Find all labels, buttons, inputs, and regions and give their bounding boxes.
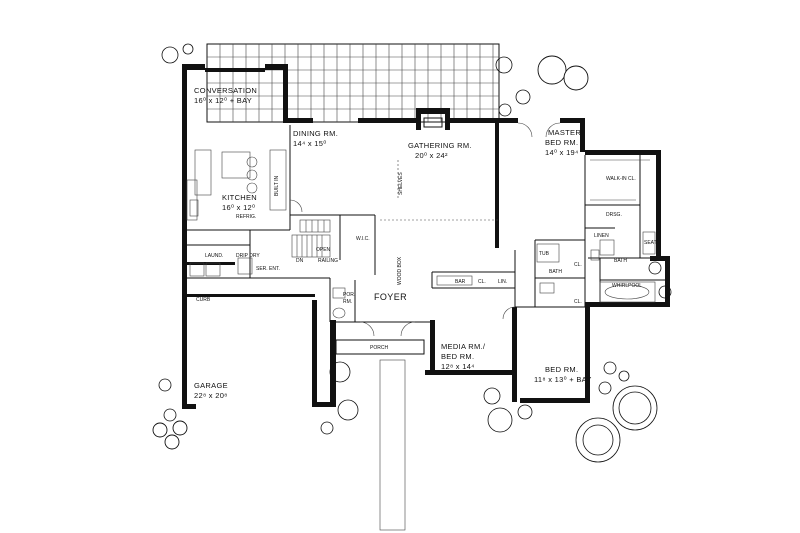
media-dims: 12⁸ x 14⁴ [441, 362, 475, 371]
bed-dims: 11⁸ x 13⁰ + BAY [534, 375, 592, 384]
seat-label: SEAT [644, 240, 657, 246]
gathering-dims: 20⁰ x 24² [415, 151, 448, 160]
open-label: OPEN [316, 247, 331, 253]
laund-label: LAUND. [205, 253, 223, 259]
room-labels: CONVERSATION 16⁰ x 12⁰ + BAY DINING RM. … [194, 86, 592, 400]
shelves-label: SHELVES [398, 172, 404, 195]
cl3-label: CL. [574, 262, 582, 268]
kitchen-label: KITCHEN [222, 193, 257, 202]
master-dims: 14⁰ x 19⁴ [545, 148, 579, 157]
powder-label: POR. [343, 292, 355, 298]
exterior-walls [182, 64, 670, 409]
powder-label-2: RM. [343, 299, 352, 305]
master-label-2: BED RM. [545, 138, 578, 147]
fixtures [186, 122, 656, 337]
railing-label: RAILING [318, 258, 338, 264]
whirlpool-label: WHIRLPOOL [612, 283, 642, 289]
bath1-label: BATH [549, 269, 562, 275]
wood-box-label: WOOD BOX [397, 256, 403, 285]
cl1-label: CL. [478, 279, 486, 285]
master-label: MASTER [548, 128, 581, 137]
bath2-label: BATH [614, 258, 627, 264]
refrig-label: REFRIG. [236, 214, 256, 220]
dn-label: DN [296, 258, 304, 264]
landscaping [152, 43, 672, 463]
media-label: MEDIA RM./ [441, 342, 486, 351]
small-labels: LAUND. SER. ENT. WALK-IN CL. DRSG. LINEN… [196, 172, 657, 305]
walkin-label: WALK-IN CL. [606, 176, 636, 182]
cl2-label: CL. [574, 299, 582, 305]
bar-label: BAR [455, 279, 466, 285]
porch-label: PORCH [370, 345, 388, 351]
drip-label: DRIP DRY [236, 253, 260, 259]
patio-grid [206, 43, 500, 123]
bed-label: BED RM. [545, 365, 578, 374]
dining-dims: 14⁴ x 15⁰ [293, 139, 327, 148]
linen-label: LINEN [594, 233, 609, 239]
kitchen-dims: 16⁰ x 12⁰ [222, 203, 255, 212]
tub-label: TUB [539, 251, 550, 257]
built-in-label: BUILT IN [274, 176, 280, 196]
garage-label: GARAGE [194, 381, 228, 390]
wic-label: W.I.C. [356, 236, 370, 242]
lin-label: LIN. [498, 279, 507, 285]
dining-label: DINING RM. [293, 129, 338, 138]
media-label-2: BED RM. [441, 352, 474, 361]
drsg-label: DRSG. [606, 212, 622, 218]
curb-label: CURB [196, 297, 211, 303]
conversation-label: CONVERSATION [194, 86, 257, 95]
porch-area [335, 339, 425, 531]
conversation-dims: 16⁰ x 12⁰ + BAY [194, 96, 252, 105]
garage-dims: 22⁸ x 20⁸ [194, 391, 228, 400]
ser-ent-label: SER. ENT. [256, 266, 280, 272]
gathering-label: GATHERING RM. [408, 141, 472, 150]
foyer-label: FOYER [374, 292, 407, 302]
